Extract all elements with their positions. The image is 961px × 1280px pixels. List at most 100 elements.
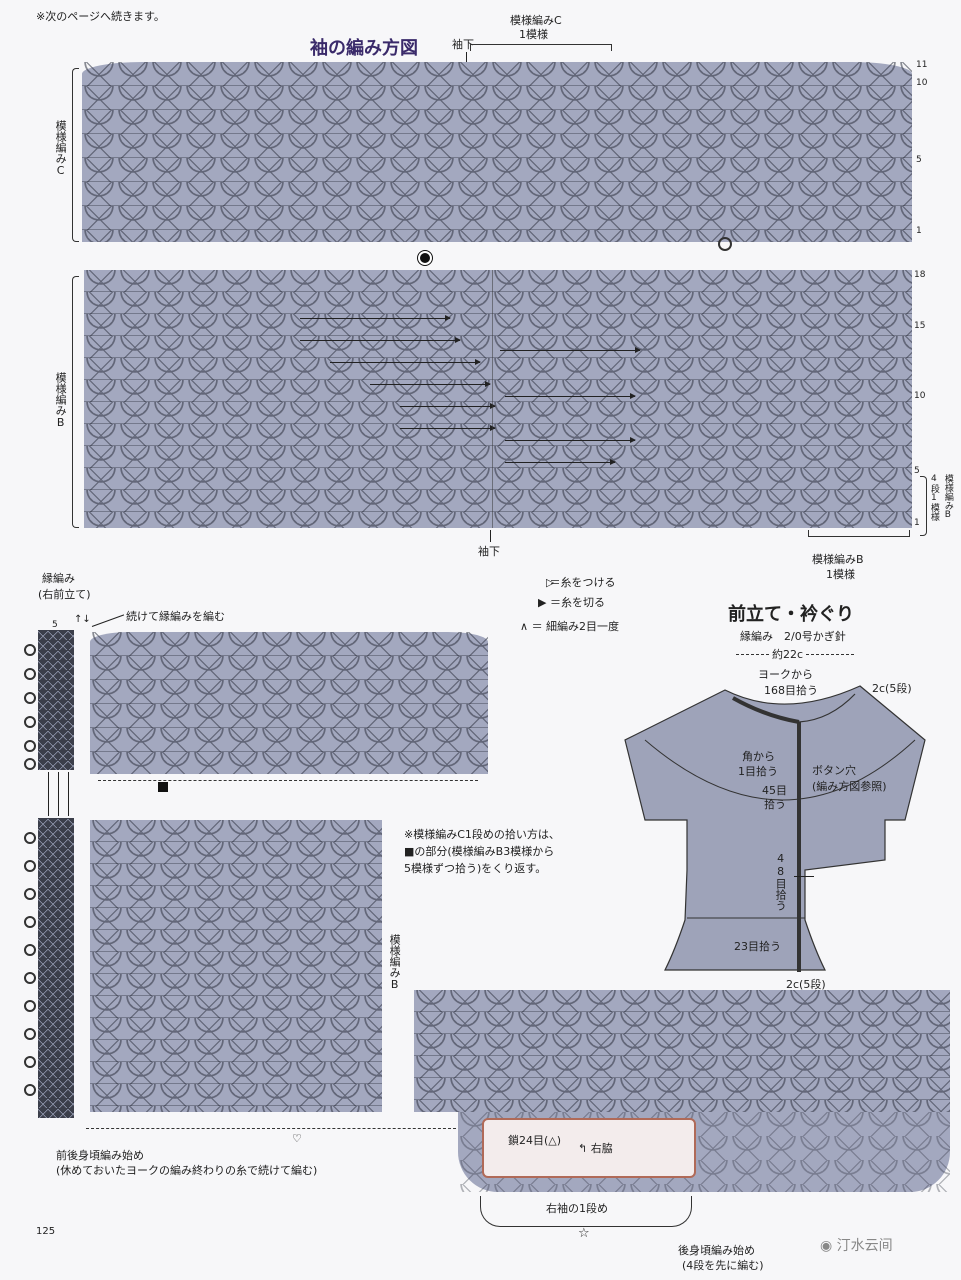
direction-arrow [300, 315, 451, 321]
connector-line [58, 772, 59, 816]
row-number: 1 [914, 518, 920, 528]
pattern-b-label: 模様編みB [812, 553, 864, 566]
connector-line [48, 772, 49, 816]
pattern-c-side-label: 模様編みC [54, 120, 68, 177]
continued-note: ※次のページへ続きます。 [36, 10, 165, 23]
back-start-sub: (4段を先に編む) [682, 1259, 764, 1272]
pattern-b-side-bracket [72, 276, 79, 528]
row-number: 18 [914, 270, 926, 280]
leader-line [91, 614, 125, 627]
buttonhole-sub: (編み方図参照) [812, 780, 887, 793]
chain-label: 鎖24目(△) [508, 1134, 562, 1147]
from-yoke-count: 168目拾う [764, 684, 818, 697]
pattern-c-repeat: 1模様 [519, 28, 548, 41]
pickup-note-2: ■の部分(模様編みB3模様から [404, 845, 555, 858]
right-side-arrow-icon: ↰ [578, 1142, 588, 1155]
square-marker-icon [158, 782, 168, 792]
body-chart-front [90, 820, 382, 1112]
pattern-b-repeat: 1模様 [826, 568, 855, 581]
underarm-top-arrow [466, 52, 467, 64]
pick-45: 45目 [762, 784, 787, 797]
direction-arrow [500, 347, 641, 353]
buttonhole-label: ボタン穴 [812, 764, 856, 777]
direction-arrow [505, 437, 636, 443]
from-corner-count: 1目拾う [738, 765, 778, 778]
repeat-note: 4段1模様 [928, 474, 939, 521]
pattern-c-side-bracket [72, 68, 79, 242]
direction-arrow [330, 359, 481, 365]
attach-marker-icon [418, 251, 432, 265]
right-sleeve-row1: 右袖の1段め [546, 1202, 608, 1215]
legend-cut: ▶ ＝糸を切る [538, 596, 605, 609]
top-rows: 2c(5段) [872, 682, 912, 695]
cardigan-schematic [624, 685, 926, 972]
row-number: 15 [914, 321, 926, 331]
underarm-bottom-label: 袖下 [478, 545, 500, 558]
row-number: 10 [916, 78, 928, 88]
row-number: 5 [914, 466, 920, 476]
right-side-label: ↰ 右脇 [578, 1142, 613, 1155]
pick-45-b: 拾う [764, 798, 786, 811]
start-front-back-sub: (休めておいたヨークの編み終わりの糸で続けて編む) [56, 1164, 318, 1177]
repeat-bracket [920, 476, 927, 536]
row-direction-arrows: ↑↓ [74, 614, 91, 625]
sleeve-pattern-c-chart [82, 62, 912, 242]
direction-arrow [400, 425, 496, 431]
base-guide [86, 1128, 456, 1129]
direction-arrow [300, 337, 461, 343]
body-chart-back [414, 990, 950, 1112]
legend-decrease: ∧ ＝ 細編み2目一度 [520, 620, 620, 633]
edge-strip-bottom [24, 818, 74, 1118]
back-start: 後身頃編み始め [678, 1244, 755, 1257]
underarm-centerline [492, 270, 493, 528]
pickup-note-1: ※模様編みC1段めの拾い方は、 [404, 828, 560, 841]
repeat-note-pattern: 模様編みB [942, 474, 953, 520]
yoke-chart [90, 632, 488, 774]
chain-highlight [482, 1118, 696, 1178]
pickup-note-3: 5模様ずつ拾う)をくり返す。 [404, 862, 547, 875]
underarm-bottom-arrow [490, 530, 491, 542]
pattern-c-repeat-bracket [470, 44, 612, 51]
row-number: 5 [916, 155, 922, 165]
edge-strip-top [24, 630, 74, 770]
bottom-rows: 2c(5段) [786, 978, 826, 991]
pickup-guide [98, 780, 478, 781]
direction-arrow [505, 393, 636, 399]
edge-label-sub: (右前立て) [38, 588, 91, 601]
connector-line [68, 772, 69, 816]
sleeve-title: 袖の編み方図 [310, 38, 418, 59]
continue-edge-note: 続けて縁編みを編む [126, 610, 225, 623]
attach-thread-icon: ▷ [546, 576, 555, 589]
pick-23: 23目拾う [734, 940, 781, 953]
decrease-symbol-icon: ∧ [520, 620, 529, 633]
direction-arrow [505, 459, 616, 465]
start-front-back: 前後身頃編み始め [56, 1149, 144, 1162]
star-marker: ☆ [578, 1226, 590, 1241]
circle-marker-icon [718, 237, 732, 251]
pattern-b-body-label: 模様編みB [388, 934, 402, 991]
heart-marker: ♡ [292, 1132, 302, 1145]
from-yoke: ヨークから [758, 668, 813, 681]
edge-label: 縁編み [42, 572, 75, 585]
placket-width: 約22c [770, 648, 806, 662]
pick-48: 48目拾う [774, 852, 788, 911]
underarm-top-label: 袖下 [452, 38, 474, 51]
legend-attach: ▷ ＝糸をつける [538, 572, 616, 589]
sleeve-row-bracket [480, 1196, 692, 1227]
direction-arrow [400, 403, 496, 409]
wechat-icon: ◉ [820, 1238, 833, 1254]
cut-thread-icon: ▶ [538, 596, 547, 609]
watermark: ◉ 汀水云间 [820, 1238, 893, 1254]
row-number: 1 [916, 226, 922, 236]
placket-subtitle: 縁編み 2/0号かぎ針 [740, 630, 846, 643]
placket-title: 前立て・衿ぐり [728, 604, 854, 625]
page-number: 125 [36, 1226, 56, 1237]
pattern-c-label: 模様編みC [510, 14, 562, 27]
edge-count: 5 [52, 620, 58, 630]
row-number: 10 [914, 391, 926, 401]
sleeve-pattern-b-chart [84, 270, 912, 528]
pattern-b-repeat-bracket [808, 530, 910, 537]
row-number: 11 [916, 60, 928, 70]
from-corner: 角から [742, 750, 775, 763]
pattern-b-side-label: 模様編みB [54, 372, 68, 429]
